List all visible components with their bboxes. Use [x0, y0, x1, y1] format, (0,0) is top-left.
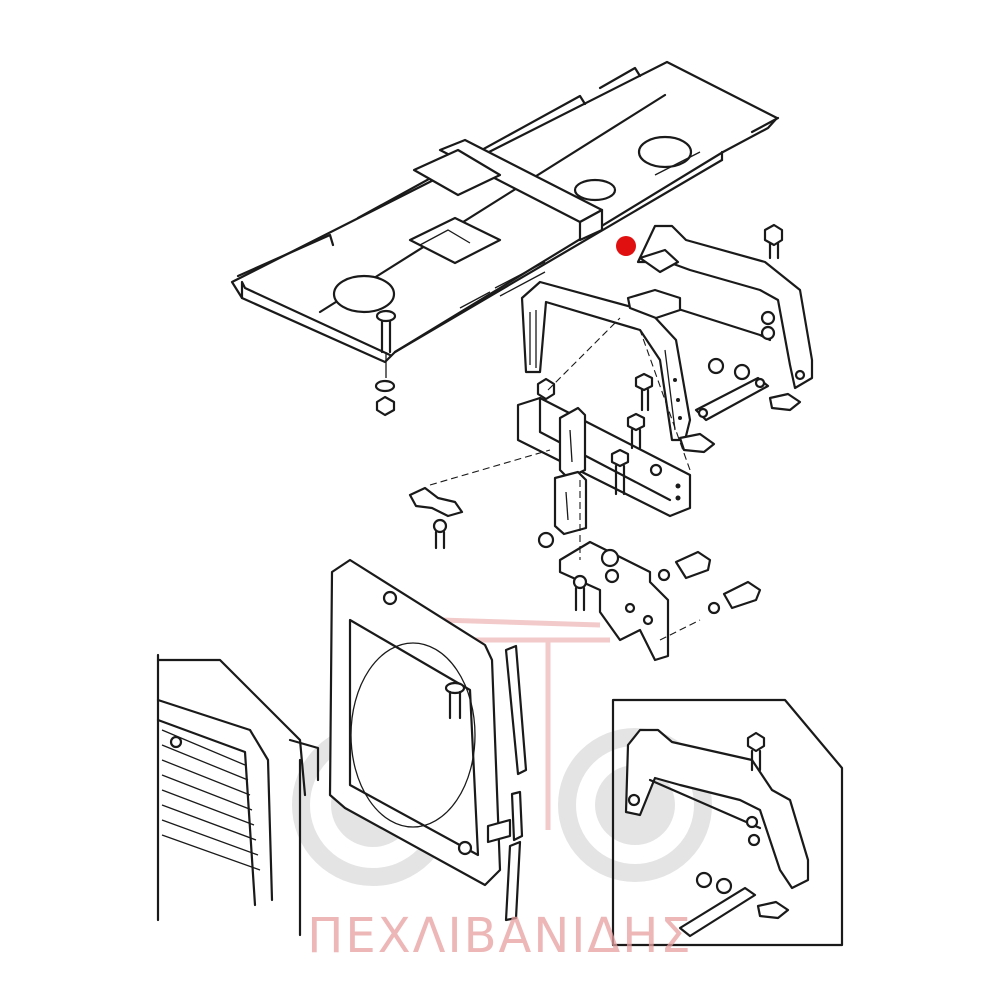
assembly-guide-lines: [429, 317, 701, 641]
side-seal-strips: [486, 644, 528, 922]
beam-bolts: [536, 372, 654, 549]
engine-grille: [156, 653, 320, 937]
plate-bolts: [572, 550, 762, 615]
link-bolts: [678, 357, 802, 454]
top-right-bolt: [763, 223, 784, 260]
watermark-text: ΠΕΧΛΙΒΑΝΙΔΗΣ: [307, 908, 693, 964]
link-strap: [694, 376, 770, 422]
mounting-plate: [558, 540, 670, 662]
upright-bracket-upper: [558, 406, 587, 480]
hood-panel: [230, 60, 780, 364]
detail-inset: [611, 698, 844, 947]
hose-clip: [408, 486, 464, 550]
radiator-frame: [328, 558, 502, 887]
upright-bracket-lower: [553, 470, 588, 536]
battery-holder-frame: [626, 224, 814, 390]
hood-bolt: [374, 309, 397, 417]
cross-beam: [516, 396, 692, 518]
red-dot-marker: [616, 236, 636, 256]
